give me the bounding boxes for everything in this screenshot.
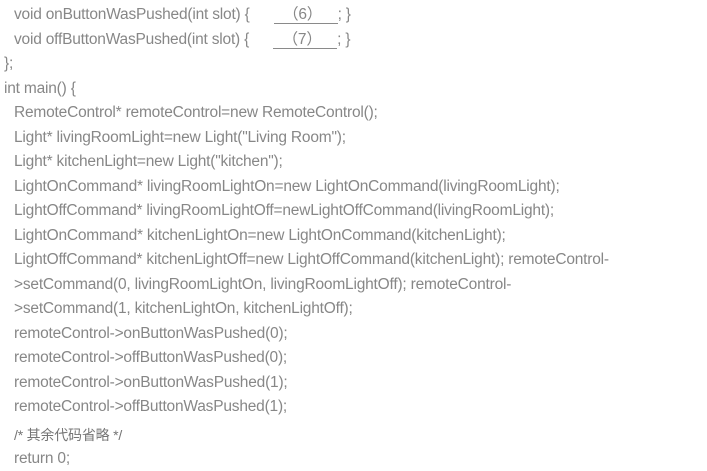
code-line-class-end: }; (4, 55, 14, 72)
code-line-on-pushed-0: remoteControl->onButtonWasPushed(0); (14, 324, 288, 342)
fill-in-blank-6: （6） (273, 6, 338, 24)
code-line-comment: /* 其余代码省略 */ (14, 426, 123, 443)
code-line-remote-control: RemoteControl* remoteControl=new RemoteC… (14, 104, 378, 121)
code-line-living-room-off: LightOffCommand* livingRoomLightOff=newL… (14, 202, 554, 219)
code-text: ; } (337, 6, 351, 23)
code-line-on-pushed-1: remoteControl->onButtonWasPushed(1); (14, 373, 288, 391)
code-line-main-start: int main() { (4, 79, 76, 97)
code-line-on-button: void onButtonWasPushed(int slot) { （6）; } (0, 3, 707, 28)
code-text: ; } (337, 30, 351, 48)
code-line-off-pushed-1: remoteControl->offButtonWasPushed(1); (14, 398, 288, 415)
code-text: void onButtonWasPushed(int slot) { (14, 6, 250, 23)
code-line-off-pushed-0: remoteControl->offButtonWasPushed(0); (14, 349, 288, 366)
code-line-kitchen-off: LightOffCommand* kitchenLightOff=new Lig… (14, 251, 609, 268)
fill-in-blank-7: （7） (273, 31, 338, 49)
code-text: void offButtonWasPushed(int slot) { (14, 30, 250, 48)
code-line-off-button: void offButtonWasPushed(int slot) { （7）; … (0, 28, 707, 53)
code-line-return: return 0; (14, 450, 70, 467)
code-line-kitchen-on: LightOnCommand* kitchenLightOn=new Light… (14, 226, 506, 244)
code-line-living-room-on: LightOnCommand* livingRoomLightOn=new Li… (14, 177, 560, 195)
code-line-kitchen-light: Light* kitchenLight=new Light("kitchen")… (14, 153, 283, 170)
code-line-set-command-1: >setCommand(1, kitchenLightOn, kitchenLi… (14, 300, 353, 317)
code-line-living-room-light: Light* livingRoomLight=new Light("Living… (14, 128, 346, 146)
code-line-set-command-0: >setCommand(0, livingRoomLightOn, living… (14, 275, 512, 293)
